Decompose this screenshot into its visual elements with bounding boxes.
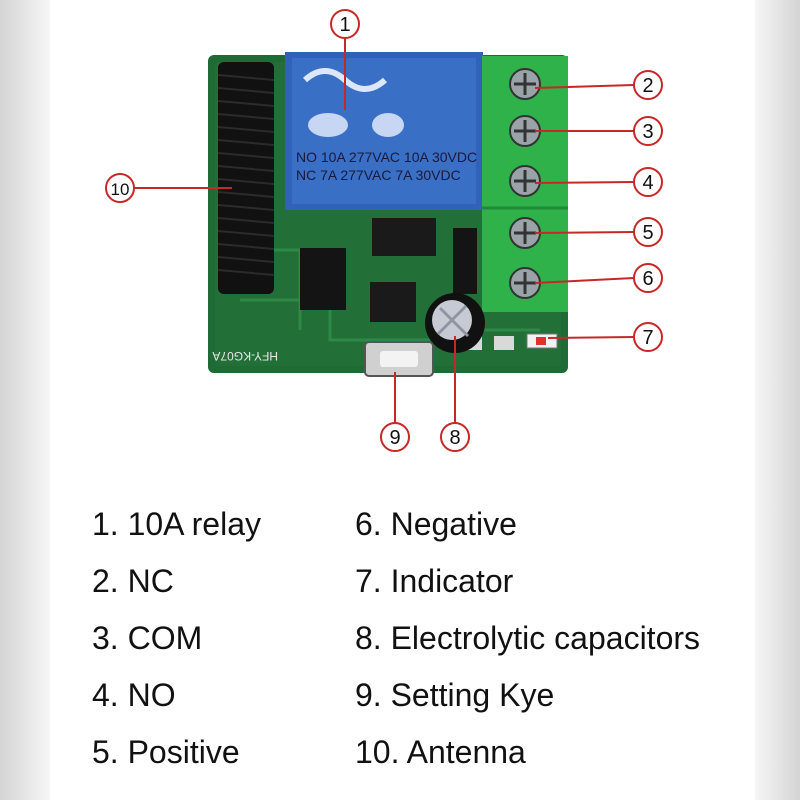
callout-6-number: 6	[642, 268, 653, 290]
setting-key-button	[364, 341, 434, 377]
legend-item-antenna: 10. Antenna	[355, 734, 526, 770]
callout-6: 6	[633, 263, 663, 293]
callout-3: 3	[633, 116, 663, 146]
legend-item-setting-key: 9. Setting Kye	[355, 677, 555, 713]
callout-4: 4	[633, 167, 663, 197]
callout-1-number: 1	[339, 14, 350, 36]
relay-rating-line1: NO 10A 277VAC 10A 30VDC	[296, 149, 477, 165]
callout-5: 5	[633, 217, 663, 247]
callout-8: 8	[440, 422, 470, 452]
terminal-screw-3	[509, 115, 541, 147]
terminal-screw-5	[509, 217, 541, 249]
terminal-screw-4	[509, 165, 541, 197]
leader-lines	[134, 38, 635, 424]
legend-item-negative: 6. Negative	[355, 506, 517, 542]
left-frame	[0, 0, 50, 800]
legend-item-indicator: 7. Indicator	[355, 563, 514, 599]
callout-8-number: 8	[449, 427, 460, 449]
callout-4-number: 4	[642, 172, 653, 194]
relay: NO 10A 277VAC 10A 30VDC NC 7A 277VAC 7A …	[285, 52, 483, 210]
legend-item-positive: 5. Positive	[92, 734, 240, 770]
relay-rating-line2: NC 7A 277VAC 7A 30VDC	[296, 167, 461, 183]
legend-item-relay: 1. 10A relay	[92, 506, 261, 542]
right-frame	[755, 0, 800, 800]
callout-7: 7	[633, 322, 663, 352]
callout-10-number: 10	[111, 180, 130, 199]
legend-item-no: 4. NO	[92, 677, 176, 713]
callout-markers: 1 2 3 4 5 6 7 8	[105, 9, 663, 452]
board-model-label: HFY-KG07A	[212, 349, 278, 363]
terminal-screw-2	[509, 68, 541, 100]
callout-3-number: 3	[642, 121, 653, 143]
electrolytic-capacitor	[425, 293, 485, 353]
callout-9-number: 9	[389, 427, 400, 449]
callout-10: 10	[105, 173, 135, 203]
legend-item-nc: 2. NC	[92, 563, 174, 599]
legend-item-com: 3. COM	[92, 620, 203, 656]
callout-2-number: 2	[642, 75, 653, 97]
callout-7-number: 7	[642, 327, 653, 349]
antenna-coil	[217, 62, 275, 294]
components	[300, 218, 514, 350]
terminal-screw-6	[509, 267, 541, 299]
legend-item-capacitors: 8. Electrolytic capacitors	[355, 620, 701, 656]
callout-5-number: 5	[642, 222, 653, 244]
callout-2: 2	[633, 70, 663, 100]
callout-9: 9	[380, 422, 410, 452]
callout-1: 1	[330, 9, 360, 39]
